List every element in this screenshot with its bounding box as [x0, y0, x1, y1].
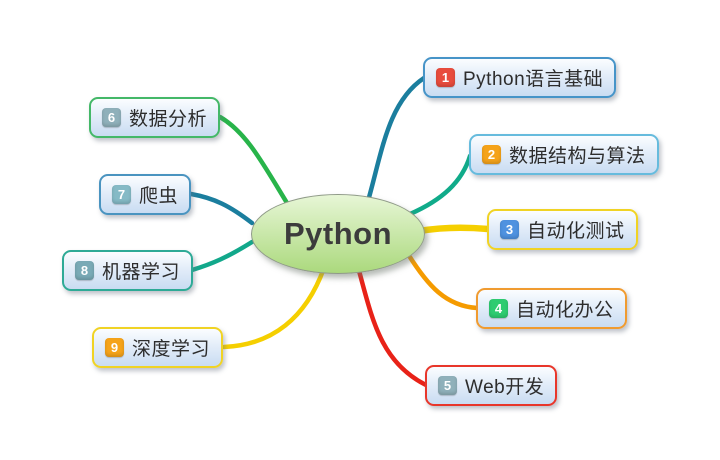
branch-curve	[221, 265, 327, 350]
branch-curve	[405, 251, 480, 311]
node-label: 自动化办公	[516, 300, 614, 321]
priority-badge: 4	[489, 299, 508, 318]
central-topic[interactable]: Python	[251, 194, 425, 274]
node-deep-learning[interactable]: 9 深度学习	[91, 327, 223, 368]
node-web-crawler[interactable]: 7 爬虫	[98, 174, 191, 215]
node-python-language-basics[interactable]: 1 Python语言基础	[423, 57, 617, 98]
priority-badge: 9	[104, 338, 124, 357]
node-data-analysis[interactable]: 6 数据分析	[88, 97, 220, 138]
priority-badge: 2	[482, 145, 501, 164]
priority-badge: 7	[111, 185, 131, 204]
branch-curve	[416, 224, 492, 235]
node-data-structures-algorithms[interactable]: 2 数据结构与算法	[469, 134, 659, 175]
node-label: 自动化测试	[527, 221, 625, 242]
branch-curve	[407, 153, 473, 217]
node-label: 数据结构与算法	[509, 146, 646, 167]
node-label: 深度学习	[131, 339, 210, 360]
node-label: Web开发	[465, 377, 545, 398]
priority-badge: 8	[74, 261, 94, 280]
node-office-automation[interactable]: 4 自动化办公	[476, 288, 627, 329]
node-label: 爬虫	[138, 186, 178, 207]
branch-curve	[217, 114, 290, 206]
node-label: 机器学习	[101, 262, 180, 283]
priority-badge: 5	[438, 376, 457, 395]
branch-curve	[189, 239, 255, 273]
branch-curve	[365, 75, 427, 204]
node-label: Python语言基础	[463, 69, 604, 90]
node-automated-testing[interactable]: 3 自动化测试	[487, 209, 638, 250]
priority-badge: 6	[101, 108, 121, 127]
central-topic-label: Python	[283, 216, 393, 251]
priority-badge: 3	[500, 220, 519, 239]
node-machine-learning[interactable]: 8 机器学习	[61, 250, 193, 291]
branch-curve	[188, 191, 255, 226]
priority-badge: 1	[436, 68, 455, 87]
branch-curve	[355, 264, 429, 388]
node-label: 数据分析	[128, 109, 207, 130]
node-web-development[interactable]: 5 Web开发	[425, 365, 558, 406]
